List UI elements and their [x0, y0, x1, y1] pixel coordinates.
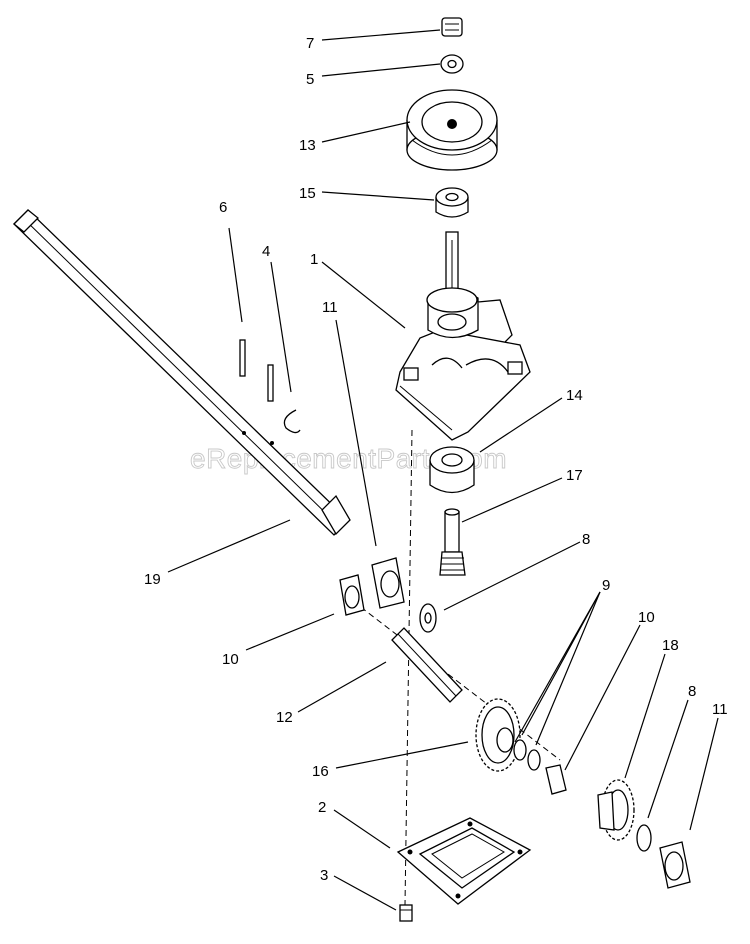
leader-1	[321, 261, 406, 329]
leader-14	[479, 397, 563, 453]
leader-8-right	[647, 699, 689, 819]
leader-6	[228, 227, 243, 323]
leader-2	[333, 809, 391, 849]
shaft-axis	[344, 594, 561, 761]
part-3-bolt	[399, 904, 413, 922]
callout-15: 15	[299, 185, 316, 202]
callout-13: 13	[299, 137, 316, 154]
part-8-washer-right	[636, 824, 652, 852]
callout-17: 17	[566, 467, 583, 484]
callout-5: 5	[306, 71, 314, 88]
part-8-washer-left	[419, 603, 437, 633]
callout-1: 1	[310, 251, 318, 268]
callout-12: 12	[276, 709, 293, 726]
callout-2: 2	[318, 799, 326, 816]
part-9-washers	[513, 739, 541, 771]
leader-9b	[535, 591, 601, 746]
part-11-bushing-left	[371, 557, 405, 609]
part-16-gear	[475, 698, 521, 772]
callout-11-left: 11	[322, 299, 338, 316]
callout-14: 14	[566, 387, 583, 404]
part-10-bushing-right	[545, 764, 567, 795]
leader-11-left	[335, 319, 377, 547]
part-12-shaft	[391, 627, 463, 703]
leader-11-right	[689, 717, 719, 831]
leader-16	[335, 741, 469, 769]
callout-11-right: 11	[712, 701, 728, 718]
center-axis-lower	[404, 429, 413, 906]
part-18-gear	[597, 779, 635, 841]
leader-7	[321, 29, 441, 41]
part-6-pin	[239, 339, 246, 377]
callout-16: 16	[312, 763, 329, 780]
part-15-spacer	[435, 187, 469, 218]
leader-10-right	[564, 624, 641, 771]
part-5-washer	[440, 54, 464, 74]
part-1-gear-housing	[395, 231, 531, 441]
leader-19	[167, 519, 291, 573]
part-11-bushing-right	[659, 841, 691, 889]
callout-18: 18	[662, 637, 679, 654]
leader-3	[333, 875, 397, 911]
leader-15	[321, 191, 435, 201]
part-17-worm-shaft	[439, 508, 466, 576]
callout-8-right: 8	[688, 683, 696, 700]
callout-3: 3	[320, 867, 328, 884]
callout-10-left: 10	[222, 651, 239, 668]
callout-8-left: 8	[582, 531, 590, 548]
part-13-pulley	[406, 89, 498, 171]
leader-17	[461, 477, 563, 523]
part-14-bearing	[429, 446, 475, 494]
leader-8-left	[443, 541, 581, 611]
callout-7: 7	[306, 35, 314, 52]
part-10-bushing-left	[339, 574, 365, 616]
leader-12	[297, 661, 387, 713]
callout-19: 19	[144, 571, 161, 588]
callout-6: 6	[219, 199, 227, 216]
leader-9c	[514, 591, 601, 743]
leader-18	[624, 653, 666, 779]
part-7-nut	[441, 17, 463, 37]
part-19-axle-shaft	[13, 209, 351, 536]
leader-13	[321, 121, 411, 143]
leader-4	[270, 261, 292, 393]
leader-5	[321, 63, 441, 77]
part-4-pin-clip	[267, 364, 301, 434]
part-2-cover-plate	[396, 817, 532, 905]
leader-10-left	[245, 613, 335, 651]
callout-4: 4	[262, 243, 270, 260]
callout-9: 9	[602, 577, 610, 594]
callout-10-right: 10	[638, 609, 655, 626]
